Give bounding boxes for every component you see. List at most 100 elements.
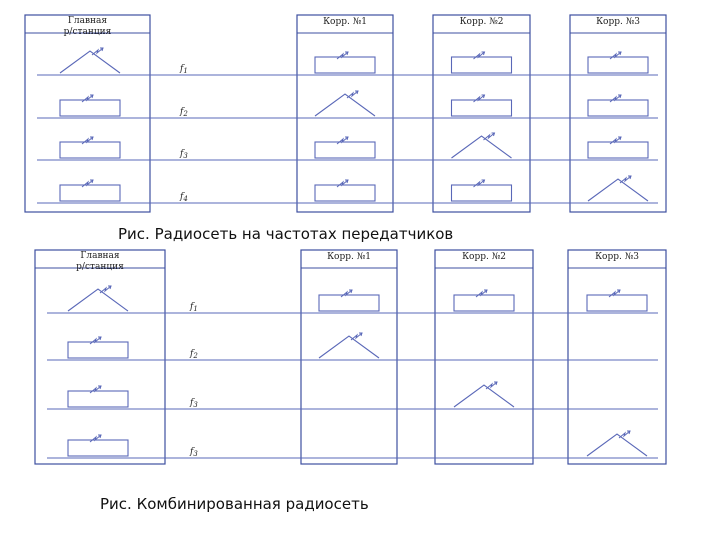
antenna-mark [346, 90, 359, 99]
antenna-arrowhead [98, 385, 102, 390]
antenna-mark [473, 94, 485, 103]
main-station-frame [24, 14, 151, 213]
transmitter-icon [586, 433, 648, 457]
antenna-arrowhead [98, 336, 102, 341]
antenna-mark [81, 136, 94, 145]
antenna-arrowhead [90, 179, 94, 184]
antenna-arrowhead [90, 94, 94, 99]
antenna-arrowhead [618, 136, 622, 141]
antenna-mark [91, 47, 104, 56]
antenna-arrowhead [628, 175, 632, 180]
antenna-mark [89, 434, 102, 443]
frequency-label: f3 [179, 149, 188, 160]
receiver-icon [67, 390, 129, 408]
antenna-arrowhead [627, 430, 631, 435]
station-label: Корр. №3 [596, 17, 640, 27]
antenna-arrowhead [345, 51, 349, 56]
antenna-arrowhead [355, 90, 359, 95]
frequency-subscript: 3 [193, 450, 198, 458]
transmitter-icon [587, 178, 649, 202]
frequency-label: f1 [189, 302, 198, 313]
station-label: Корр. №2 [460, 17, 504, 27]
transmitter-icon [453, 384, 515, 408]
antenna-mark [89, 385, 102, 394]
frequency-subscript: 2 [192, 352, 198, 360]
caption-combined-network: Рис. Комбинированная радиосеть [100, 495, 369, 513]
antenna-mark [609, 51, 622, 60]
antenna-mark [475, 289, 488, 298]
correspondent-frame [296, 14, 394, 213]
frequency-subscript: 2 [182, 110, 188, 118]
transmitter-icon [59, 50, 121, 74]
receiver-icon [450, 184, 513, 202]
correspondent-frame [569, 14, 667, 213]
antenna-arrowhead [349, 289, 353, 294]
frequency-label: f4 [179, 192, 188, 203]
antenna-mark [485, 381, 498, 390]
antenna-mark [619, 175, 632, 184]
frequency-subscript: 1 [193, 305, 197, 313]
antenna-arrowhead [108, 285, 112, 290]
station-label: р/станция [64, 27, 112, 37]
station-label: Корр. №1 [327, 252, 371, 262]
antenna-arrowhead [481, 94, 486, 99]
receiver-icon [453, 294, 515, 312]
frequency-label: f2 [179, 107, 188, 118]
antenna-arrowhead [481, 51, 486, 56]
antenna-mark [99, 285, 112, 294]
antenna-arrowhead [618, 94, 622, 99]
antenna-mark [81, 94, 94, 103]
receiver-icon [318, 294, 380, 312]
station-label: Главная [68, 16, 107, 26]
receiver-icon [314, 184, 376, 202]
antenna-arrowhead [90, 136, 94, 141]
antenna-arrowhead [345, 179, 349, 184]
frequency-label: f2 [189, 349, 198, 360]
receiver-icon [314, 56, 376, 74]
correspondent-frame [567, 249, 667, 465]
correspondent-frame [300, 249, 398, 465]
station-label: р/станция [76, 262, 124, 272]
correspondent-frame [432, 14, 531, 213]
antenna-mark [473, 51, 485, 60]
frequency-label: f3 [189, 447, 198, 458]
antenna-arrowhead [345, 136, 349, 141]
frequency-label: f3 [189, 398, 198, 409]
transmitter-icon [67, 288, 129, 312]
correspondent-frame [434, 249, 534, 465]
antenna-arrowhead [617, 289, 621, 294]
receiver-icon [59, 184, 121, 202]
antenna-arrowhead [100, 47, 104, 52]
receiver-icon [67, 439, 129, 457]
receiver-icon [586, 294, 648, 312]
caption-transmitter-network: Рис. Радиосеть на частотах передатчиков [118, 225, 454, 243]
antenna-arrowhead [484, 289, 488, 294]
station-label: Главная [80, 251, 119, 261]
station-label: Корр. №1 [323, 17, 367, 27]
antenna-mark [473, 179, 485, 188]
antenna-mark [336, 179, 349, 188]
frequency-subscript: 3 [183, 152, 188, 160]
antenna-mark [608, 289, 621, 298]
receiver-icon [314, 141, 376, 159]
receiver-icon [59, 141, 121, 159]
antenna-arrowhead [98, 434, 102, 439]
antenna-mark [336, 136, 349, 145]
antenna-mark [350, 332, 363, 341]
receiver-icon [67, 341, 129, 359]
frequency-label: f1 [179, 64, 188, 75]
transmitter-icon [451, 135, 512, 159]
receiver-icon [587, 56, 649, 74]
frequency-subscript: 4 [182, 195, 187, 203]
antenna-mark [609, 94, 622, 103]
station-label: Корр. №3 [595, 252, 639, 262]
frequency-subscript: 3 [193, 401, 198, 409]
transmitter-icon [314, 93, 376, 117]
receiver-icon [587, 99, 649, 117]
frequency-subscript: 1 [183, 67, 187, 75]
station-label: Корр. №2 [462, 252, 506, 262]
antenna-mark [618, 430, 631, 439]
